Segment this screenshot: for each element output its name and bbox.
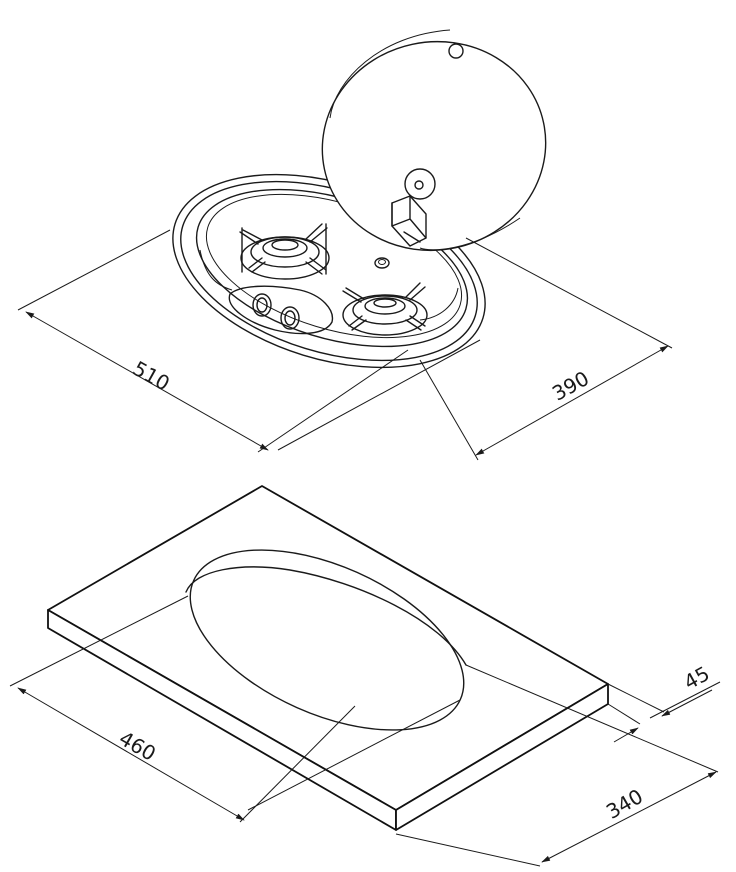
dimension-label-390: 390: [548, 366, 593, 406]
dimension-line-390: [475, 345, 669, 456]
dimension-label-340: 340: [602, 784, 647, 824]
burner-left: [239, 223, 330, 280]
countertop-surface: [47, 485, 609, 811]
oval-cutout: [189, 549, 465, 731]
igniter: [374, 257, 390, 269]
dimension-arrow-45-top: [661, 689, 713, 717]
burner-right: [342, 282, 428, 336]
dimension-label-460: 460: [115, 726, 160, 766]
lid-hinge: [391, 168, 436, 247]
dimension-arrow-45-bottom: [613, 727, 639, 743]
countertop: [47, 485, 609, 831]
dimension-line-460: [17, 687, 245, 821]
dimension-label-510: 510: [129, 356, 174, 396]
control-knob: [280, 306, 300, 330]
cutout-inner-wall: [185, 566, 467, 666]
hob-lid: [321, 40, 547, 252]
gas-hob: [172, 29, 547, 369]
dimension-line-340: [541, 771, 717, 863]
lid-handle-hole: [448, 43, 464, 59]
dimension-line-510: [25, 311, 269, 451]
dimension-label-45: 45: [680, 661, 714, 694]
